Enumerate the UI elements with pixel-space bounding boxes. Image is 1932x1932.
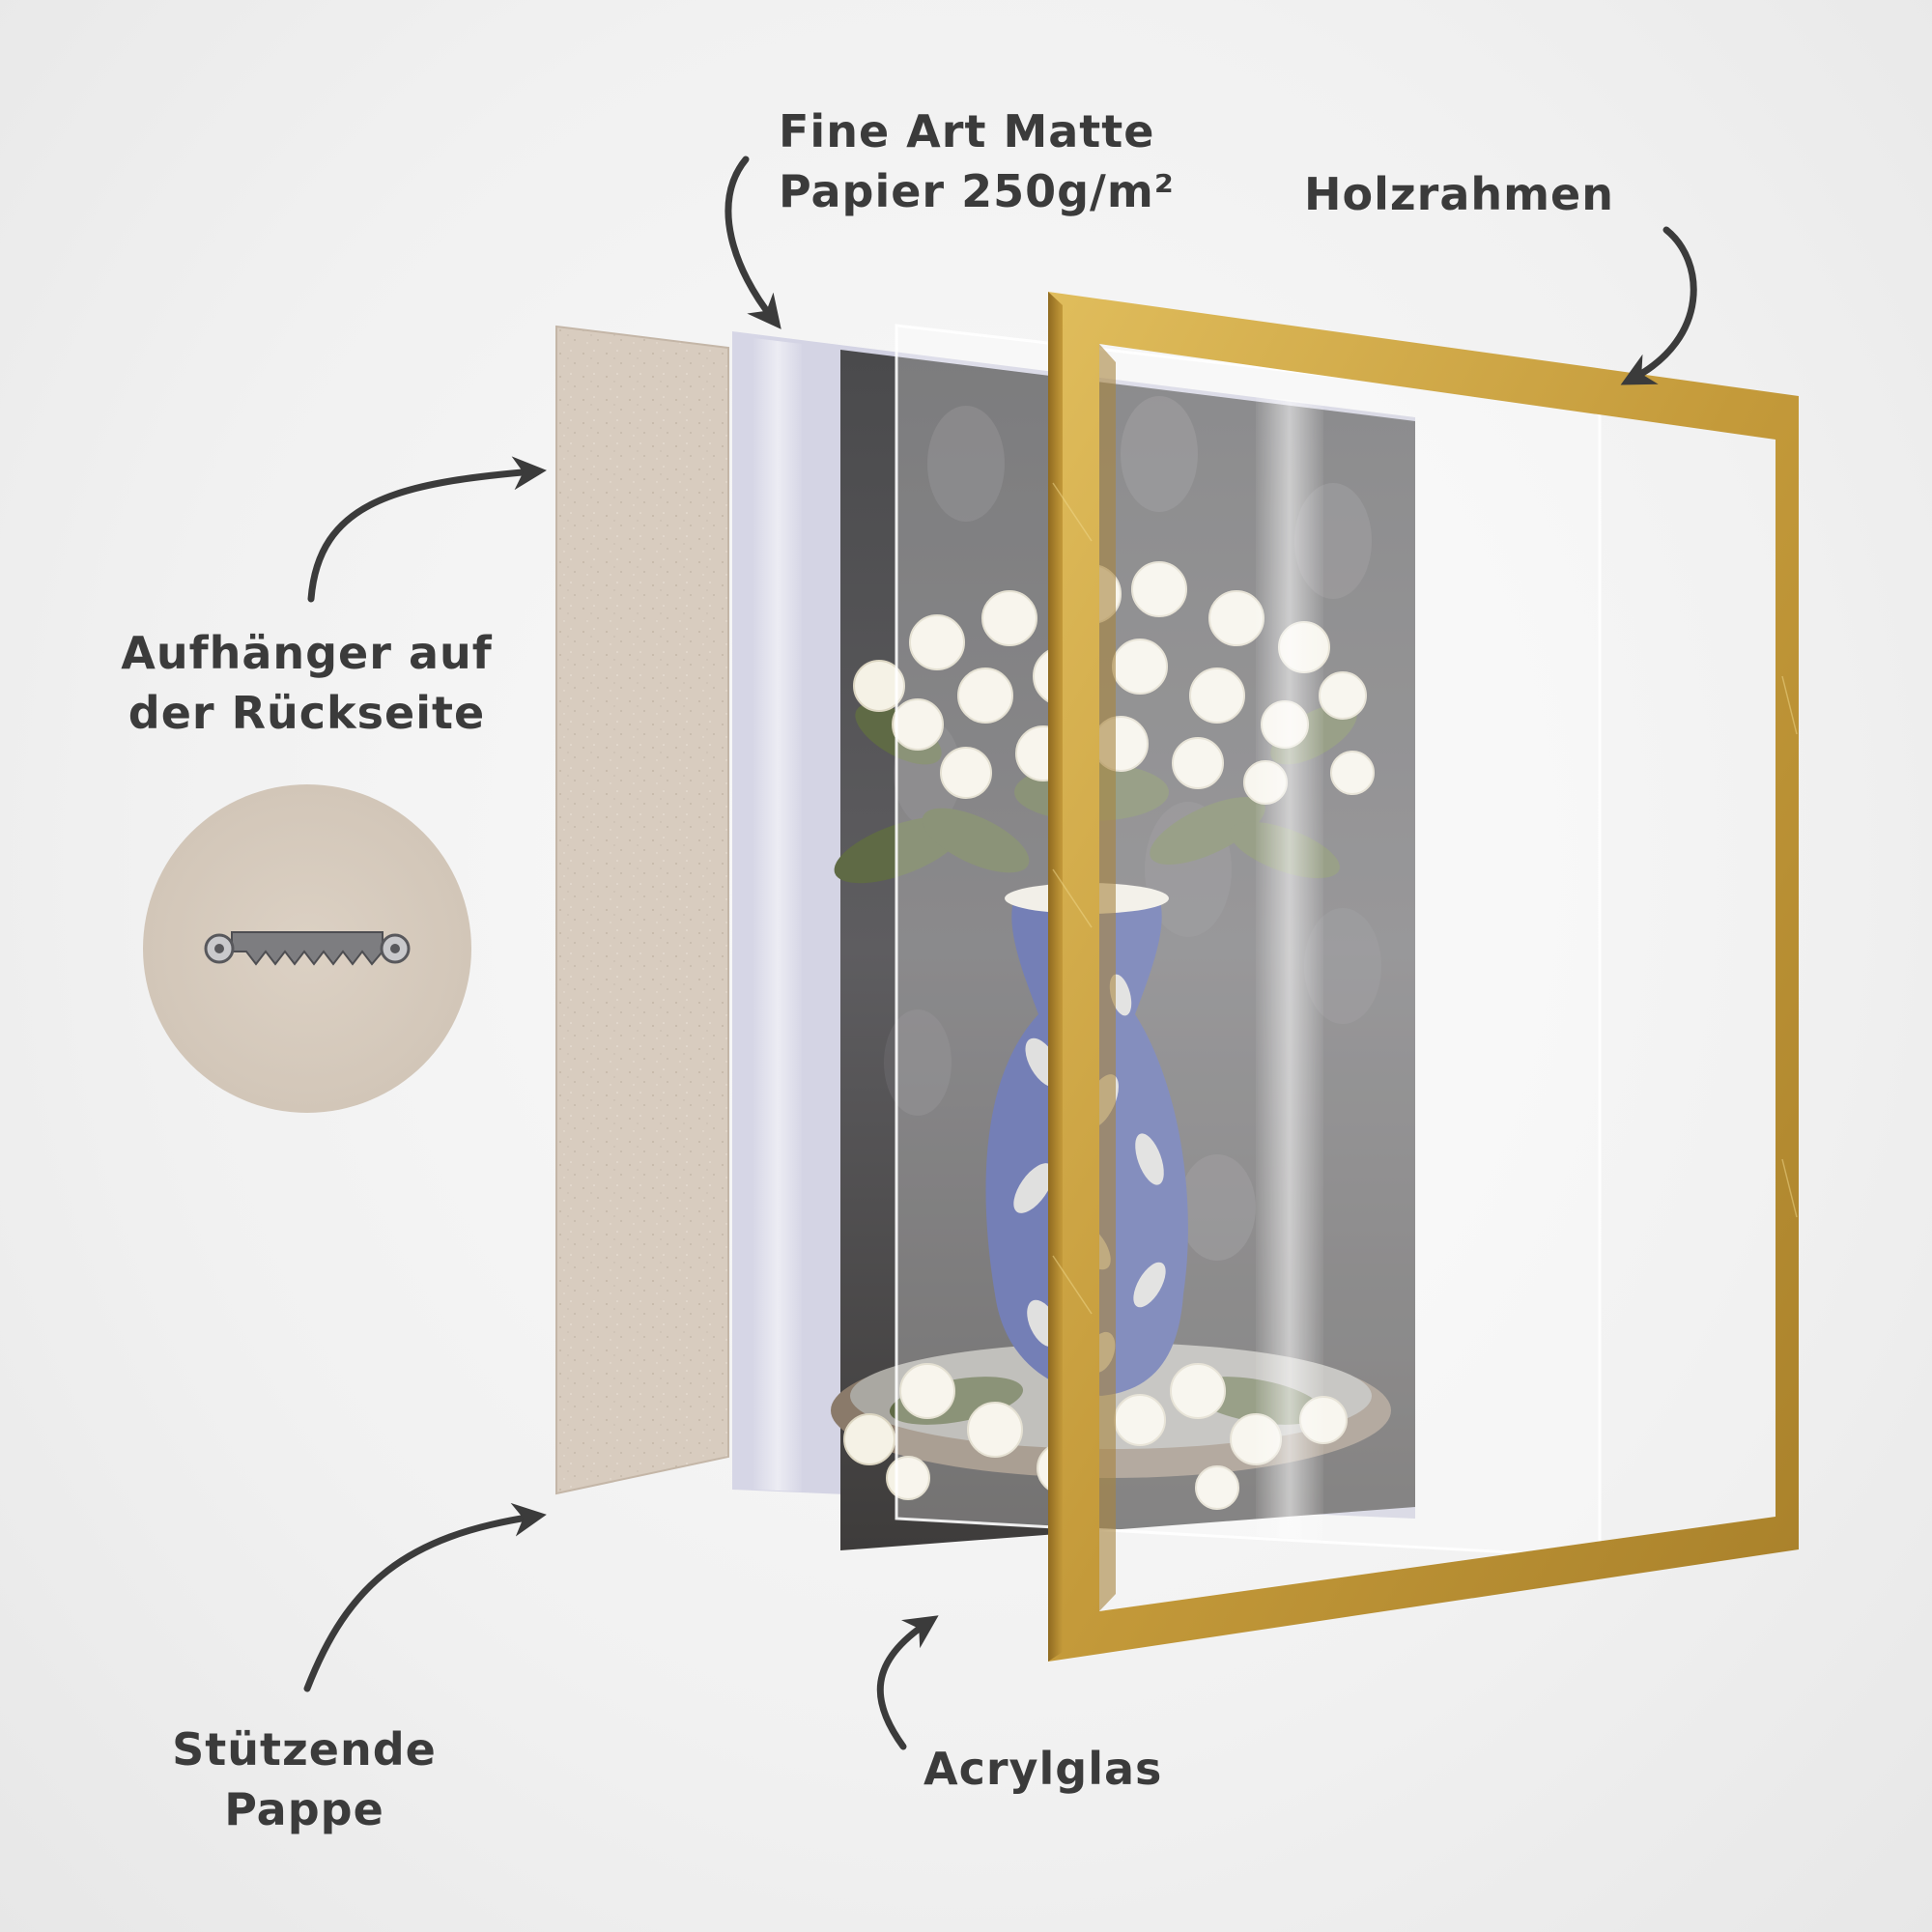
cardboard-label: Stützende Pappe — [164, 1719, 444, 1839]
paper-label: Fine Art Matte Papier 250g/m² — [779, 101, 1175, 221]
paper-label-line2: Papier 250g/m² — [779, 165, 1175, 217]
curved-arrow-icon — [876, 1615, 939, 1750]
hanger-detail-disc — [143, 784, 471, 1113]
frame-label: Holzrahmen — [1304, 164, 1614, 224]
cardboard-label-line1: Stützende — [172, 1723, 437, 1776]
wooden-frame — [1048, 292, 1799, 1662]
sawtooth-hanger-icon — [204, 931, 411, 966]
frame-label-text: Holzrahmen — [1304, 168, 1614, 220]
cardboard-label-line2: Pappe — [224, 1783, 384, 1835]
supporting-cardboard — [555, 325, 729, 1495]
acrylic-label-text: Acrylglas — [923, 1743, 1163, 1795]
curved-arrow-icon — [303, 1502, 547, 1692]
curved-arrow-icon — [724, 156, 781, 329]
curved-arrow-icon — [1620, 226, 1697, 385]
paper-label-line1: Fine Art Matte — [779, 105, 1155, 157]
curved-arrow-icon — [307, 456, 547, 603]
hanger-label: Aufhänger auf der Rückseite — [116, 623, 497, 743]
hanger-label-line1: Aufhänger auf — [121, 627, 493, 679]
acrylic-label: Acrylglas — [923, 1739, 1162, 1799]
hanger-label-line2: der Rückseite — [128, 687, 486, 739]
